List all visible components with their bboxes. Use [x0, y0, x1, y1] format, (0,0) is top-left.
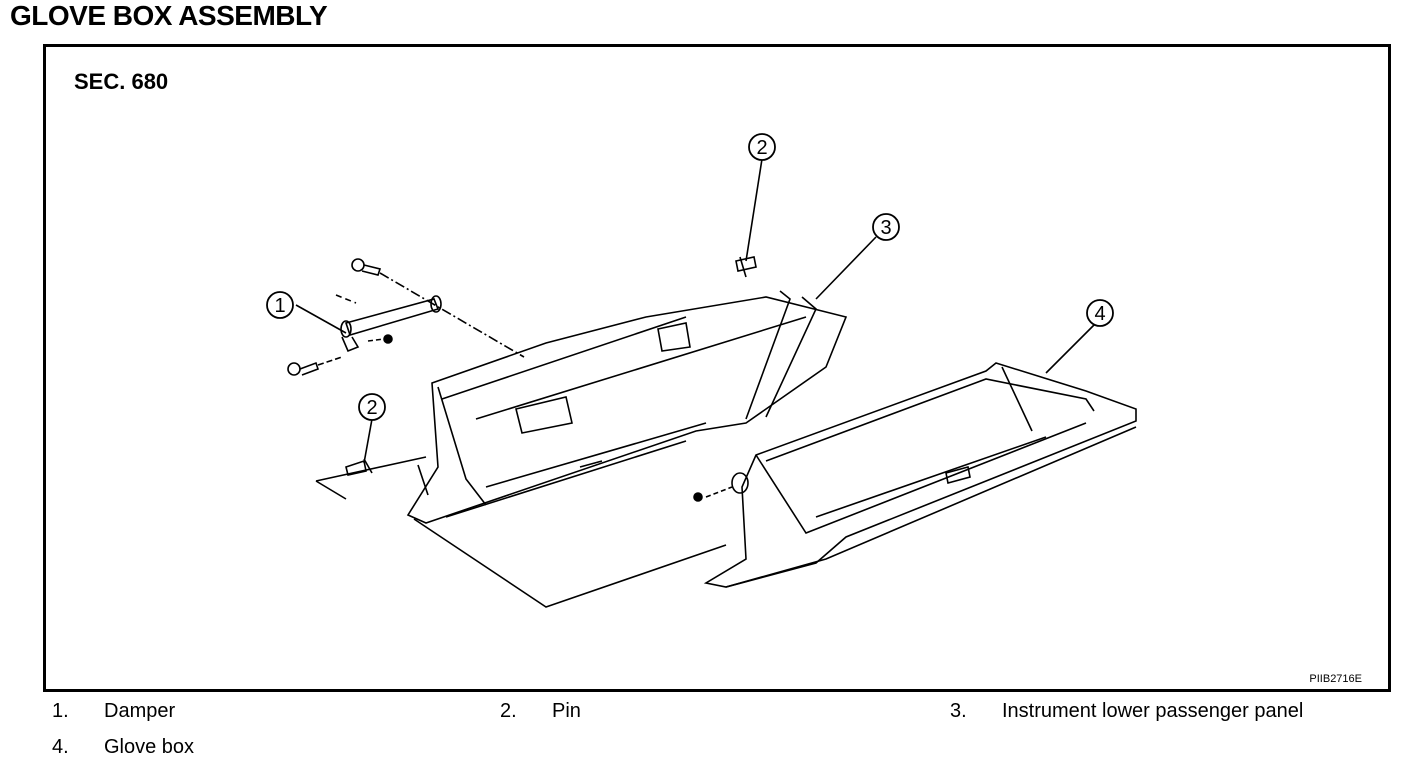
legend-num: 4.	[52, 736, 69, 758]
page-title: GLOVE BOX ASSEMBLY	[10, 0, 328, 31]
figure-code: PIIB2716E	[1309, 673, 1362, 685]
callout-4-label: 4	[1094, 303, 1105, 325]
legend-label: Instrument lower passenger panel	[1002, 700, 1304, 722]
legend-num: 2.	[500, 700, 517, 722]
legend-label: Damper	[104, 700, 176, 722]
pin-left-part	[315, 456, 427, 500]
pin-right-part	[735, 256, 757, 278]
glove-box-part	[693, 362, 1137, 588]
callout-2-right-label: 2	[756, 137, 767, 159]
legend-num: 3.	[950, 700, 967, 722]
instrument-panel-part	[406, 290, 848, 608]
legend-num: 1.	[52, 700, 69, 722]
callout-layer: 1 2 2 3 4	[266, 133, 1114, 421]
callout-3-label: 3	[880, 217, 891, 239]
diagram-frame: SEC. 680 PIIB2716E	[43, 44, 1391, 692]
damper-part	[335, 294, 442, 353]
screw-lower	[287, 356, 343, 376]
callout-leaders	[295, 158, 1097, 464]
callout-4: 4	[1086, 299, 1114, 327]
callout-2-left-label: 2	[366, 397, 377, 419]
callout-2-right: 2	[748, 133, 776, 161]
callout-1: 1	[266, 291, 294, 319]
callout-2-left: 2	[358, 393, 386, 421]
callout-3: 3	[872, 213, 900, 241]
exploded-view-drawing	[287, 158, 1137, 608]
legend-label: Glove box	[104, 736, 195, 758]
section-label: SEC. 680	[74, 69, 169, 94]
callout-1-label: 1	[274, 295, 285, 317]
screw-upper	[351, 258, 525, 358]
legend-label: Pin	[552, 700, 581, 722]
